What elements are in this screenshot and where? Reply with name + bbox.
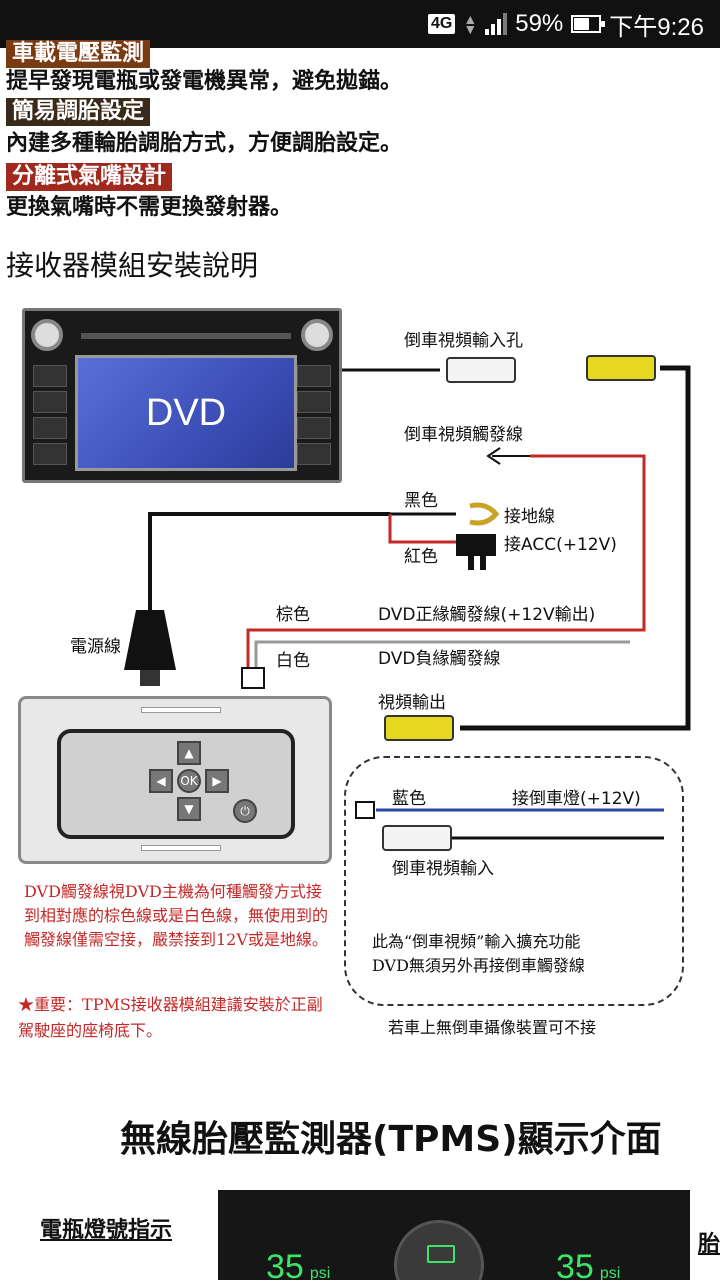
reverse-video-plug — [382, 825, 452, 851]
down-arrow-icon: ▼ — [177, 797, 201, 821]
label-brown: 棕色 — [276, 605, 310, 625]
up-arrow-icon: ▲ — [177, 741, 201, 765]
dvd-right-knob — [301, 319, 333, 351]
network-type-badge: 4G — [428, 14, 456, 34]
label-reverse-light: 接倒車燈(+12V) — [512, 789, 641, 809]
wiring-lines — [124, 365, 691, 840]
feature-heading-voltage: 車載電壓監測 — [6, 40, 151, 68]
clock: 下午9:26 — [609, 13, 704, 41]
ext-note-line-1: 此為“倒車視頻”輸入擴充功能 — [372, 932, 581, 951]
label-power-cord: 電源線 — [70, 637, 121, 657]
yellow-rca-plug — [586, 355, 656, 381]
label-dvd-positive-trigger: DVD正緣觸發線(+12V輸出) — [378, 605, 596, 625]
feature-heading-tire-setting: 簡易調胎設定 — [6, 98, 151, 126]
signal-strength-icon — [485, 13, 508, 35]
data-activity-icon: ▲▼ — [463, 11, 478, 37]
video-out-plug — [384, 715, 454, 741]
battery-percent: 59% — [515, 10, 564, 37]
dvd-disc-slot — [81, 333, 291, 339]
label-black: 黑色 — [404, 491, 438, 511]
label-video-output: 視頻輸出 — [378, 693, 446, 713]
feature-heading-valve: 分離式氣嘴設計 — [6, 163, 173, 191]
car-gauge-icon — [394, 1220, 484, 1280]
label-blue: 藍色 — [392, 789, 426, 809]
dvd-left-knob — [31, 319, 63, 351]
front-left-value: 35 — [266, 1248, 304, 1280]
display-section-title: 無線胎壓監測器(TPMS)顯示介面 — [120, 1119, 662, 1160]
battery-icon — [571, 15, 606, 33]
front-left-unit: psi — [309, 1265, 331, 1280]
dvd-head-unit: DVD — [22, 308, 342, 483]
label-reverse-trigger-wire: 倒車視頻觸發線 — [404, 425, 523, 445]
section-title: 接收器模組安裝說明 — [6, 249, 259, 282]
left-arrow-icon: ◀ — [149, 769, 173, 793]
power-button-icon: ⏻ — [233, 799, 257, 823]
front-left-pressure: 35 psi — [266, 1248, 330, 1280]
receiver-control-panel: ▲ ◀ OK ▶ ▼ ⏻ — [57, 729, 295, 839]
wiring-diagram: DVD 倒車視頻輸入孔 倒車視頻觸發線 黑色 接地線 紅色 接ACC(+12V)… — [0, 290, 720, 1090]
front-right-unit: psi — [599, 1265, 621, 1280]
tire-label-partial: 胎 — [698, 1232, 720, 1257]
label-white: 白色 — [276, 651, 310, 671]
label-red: 紅色 — [404, 547, 438, 567]
battery-indicator-icon — [427, 1245, 455, 1263]
battery-indicator-label: 電瓶燈號指示 — [40, 1218, 173, 1243]
reverse-video-extension-box — [344, 756, 684, 1006]
ok-button-icon: OK — [177, 769, 201, 793]
label-ground-wire: 接地線 — [504, 507, 555, 527]
dvd-screen: DVD — [75, 355, 297, 471]
video-in-plug — [446, 357, 516, 383]
tpms-display-panel: 35 psi 35 psi — [218, 1190, 690, 1280]
important-prefix: ★重要： — [18, 995, 83, 1014]
no-camera-note: 若車上無倒車攝像裝置可不接 — [388, 1018, 597, 1037]
ext-note-line-2: DVD無須另外再接倒車觸發線 — [372, 956, 585, 975]
right-arrow-icon: ▶ — [205, 769, 229, 793]
feature-text-tire-setting: 內建多種輪胎調胎方式，方便調胎設定。 — [6, 131, 403, 156]
label-reverse-video-input: 倒車視頻輸入 — [392, 859, 494, 879]
tpms-receiver-module: ▲ ◀ OK ▶ ▼ ⏻ — [18, 696, 332, 864]
label-dvd-negative-trigger: DVD負緣觸發線 — [378, 649, 501, 669]
front-right-pressure: 35 psi — [556, 1248, 620, 1280]
feature-text-valve: 更換氣嘴時不需更換發射器。 — [6, 195, 293, 220]
important-text: TPMS接收器模組建議安裝於正副駕駛座的座椅底下。 — [18, 995, 323, 1040]
feature-text-voltage: 提早發現電瓶或發電機異常，避免拋錨。 — [6, 69, 403, 94]
label-reverse-video-input-port: 倒車視頻輸入孔 — [404, 331, 523, 351]
trigger-wire-note: DVD觸發線視DVD主機為何種觸發方式接到相對應的棕色線或是白色線，無使用到的觸… — [24, 882, 329, 949]
label-acc-wire: 接ACC(+12V) — [504, 535, 617, 555]
front-right-value: 35 — [556, 1248, 594, 1280]
important-note: ★重要：TPMS接收器模組建議安裝於正副駕駛座的座椅底下。 — [18, 992, 338, 1044]
